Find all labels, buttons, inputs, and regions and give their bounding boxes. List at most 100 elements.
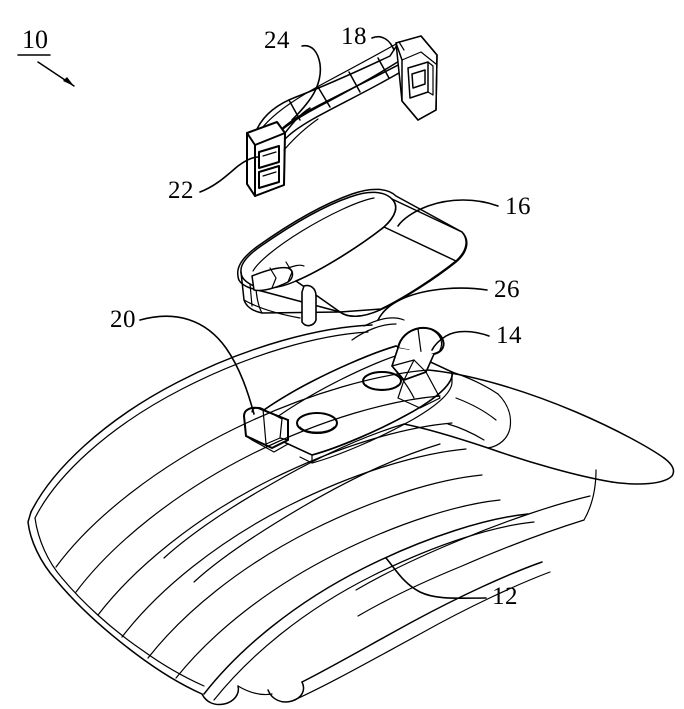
- ref-label-16: 16: [505, 193, 531, 220]
- leader-12: [385, 557, 487, 600]
- mounting-hole-left-depth: [299, 426, 335, 433]
- ref-label-18: 18: [341, 23, 367, 50]
- panel-bottom-rolled-edge: [301, 561, 543, 683]
- housing-corner-round-tr: [383, 198, 397, 228]
- strap-upper-ridge: [261, 43, 397, 129]
- bracket-top-fold: [401, 51, 437, 65]
- plate-near-edge: [311, 371, 453, 456]
- housing-retainer-26: [351, 317, 415, 399]
- panel-step-detail-1: [451, 371, 499, 395]
- housing-lip-divider-2: [285, 261, 293, 283]
- panel-ridge-crest-1: [203, 513, 529, 695]
- bracket-slot-inner: [411, 69, 426, 89]
- mounting-hole-right-depth: [365, 384, 399, 391]
- panel-right-rib-a: [163, 423, 405, 559]
- panel-top-far-edge: [30, 324, 373, 513]
- housing-lip-divider-1: [269, 267, 277, 289]
- strap-segment-line-3: [348, 71, 361, 93]
- strap-bracket-end: [395, 35, 438, 121]
- clip-slot-upper-outline: [258, 145, 280, 169]
- panel-left-endcap-inner: [34, 517, 63, 579]
- panel-rib-2: [75, 395, 441, 593]
- bracket-slot-depth: [427, 61, 434, 96]
- housing-top-seam: [252, 197, 375, 272]
- clip-slot-lower-detail: [262, 171, 277, 177]
- panel-rib-5: [147, 474, 483, 659]
- housing-bottom-contour: [243, 299, 301, 319]
- panel-right-upper-edge: [427, 369, 665, 459]
- latch-base-rib: [403, 359, 415, 381]
- housing-right-wall: [339, 198, 467, 317]
- panel-left-endcap-outer: [27, 511, 57, 581]
- bracket-tip-mark: [398, 41, 405, 51]
- retainer-upper-curve: [363, 317, 405, 327]
- housing-corner-post: [301, 284, 317, 327]
- latch-hook-seam: [417, 328, 422, 353]
- leader-16: [397, 199, 499, 227]
- panel-step-detail-2: [455, 397, 497, 421]
- latch-hook-top-edge: [397, 326, 443, 349]
- leader-22: [199, 156, 259, 193]
- latch-hook-barb: [431, 329, 443, 351]
- panel-rib-6: [175, 499, 501, 679]
- panel-right-tip-round: [611, 457, 675, 485]
- rounded-housing-16: [236, 188, 468, 327]
- clip-block-outline: [246, 121, 286, 197]
- leader-lines: [139, 35, 499, 600]
- panel-left-lower-edge-inner: [61, 577, 205, 687]
- panel-right-rib-b: [193, 443, 441, 583]
- strap-segment-line-4: [377, 57, 390, 79]
- leader-20: [139, 315, 255, 415]
- assembly-arrow-head: [63, 77, 74, 86]
- clip-to-strap-lower: [283, 118, 319, 151]
- leader-18: [371, 35, 395, 51]
- reference-numeral-labels: 10 24 18 22 16 26 14 20 12: [22, 23, 531, 610]
- housing-top-right-edge: [383, 226, 457, 262]
- clip-slot-lower-outline: [258, 165, 280, 189]
- ref-label-22: 22: [168, 177, 194, 204]
- corrugated-panel-12: [27, 324, 675, 706]
- panel-rib-3: [97, 422, 453, 616]
- ref-label-14: 14: [496, 322, 522, 349]
- ref-label-24: 24: [264, 27, 290, 54]
- ref-label-20: 20: [110, 306, 136, 333]
- leader-26: [377, 287, 488, 321]
- ref-label-10: 10: [22, 25, 48, 54]
- latch-hook-14: [391, 326, 445, 409]
- panel-step-corner: [487, 393, 512, 449]
- leader-14: [431, 330, 490, 351]
- latch-lower-skirt: [397, 371, 441, 409]
- housing-corner-post-top: [303, 284, 317, 297]
- leader-24: [291, 44, 322, 121]
- flexible-strap-assembly: [246, 35, 438, 197]
- ref-label-26: 26: [494, 276, 520, 303]
- panel-step-detail-3: [447, 423, 485, 441]
- panel-rib-1: [55, 369, 429, 568]
- retainer-side-edge: [391, 365, 415, 399]
- panel-ridge-crest-1b: [213, 521, 535, 701]
- bracket-frame-inner: [395, 42, 419, 121]
- ref-label-12: 12: [492, 583, 518, 610]
- panel-left-lower-edge: [55, 579, 203, 695]
- panel-right-skirt-rib: [355, 495, 591, 591]
- panel-hem-fold-left: [201, 685, 240, 706]
- mounting-hole-left-rim: [296, 412, 338, 434]
- bracket-frame-outer: [417, 35, 438, 121]
- strap-segment-line-2: [317, 86, 331, 108]
- panel-bottom-rolled-edge-inner: [291, 571, 551, 702]
- housing-front-top-edge: [295, 226, 385, 282]
- housing-corner-post-body: [301, 291, 317, 327]
- panel-right-endcap: [583, 469, 597, 521]
- clip-block-top-fold: [254, 132, 286, 146]
- panel-rib-4: [121, 448, 467, 638]
- assembly-callout-group: [17, 54, 75, 87]
- housing-left-corner-edge: [249, 283, 253, 307]
- clip-to-strap-transition: [284, 107, 311, 134]
- panel-top-far-edge-inner: [34, 331, 369, 519]
- housing-lip-extension: [287, 264, 305, 269]
- panel-hem-connector: [237, 685, 273, 696]
- clip-slot-upper-detail: [262, 151, 277, 157]
